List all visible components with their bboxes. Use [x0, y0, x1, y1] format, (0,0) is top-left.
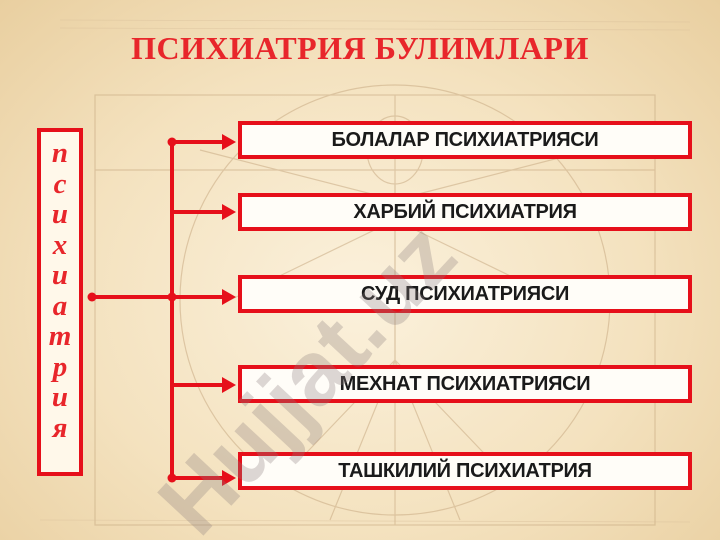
branch-label: МЕХНАТ ПСИХИАТРИЯСИ — [339, 372, 591, 395]
branch-box-military-psychiatry: ХАРБИЙ ПСИХИАТРИЯ — [238, 193, 692, 231]
branch-label: БОЛАЛАР ПСИХИАТРИЯСИ — [331, 128, 599, 151]
branch-box-organizational-psychiatry: ТАШКИЛИЙ ПСИХИАТРИЯ — [238, 452, 692, 490]
branch-box-children-psychiatry: БОЛАЛАР ПСИХИАТРИЯСИ — [238, 121, 692, 159]
branch-box-forensic-psychiatry: СУД ПСИХИАТРИЯСИ — [238, 275, 692, 313]
root-vertical-word: п с и х и а т р и я — [48, 137, 72, 444]
branch-label: ХАРБИЙ ПСИХИАТРИЯ — [353, 200, 577, 223]
page-title: ПСИХИАТРИЯ БУЛИМЛАРИ — [131, 30, 589, 66]
branch-label: ТАШКИЛИЙ ПСИХИАТРИЯ — [338, 459, 592, 482]
branch-box-labor-psychiatry: МЕХНАТ ПСИХИАТРИЯСИ — [238, 365, 692, 403]
branch-label: СУД ПСИХИАТРИЯСИ — [360, 282, 570, 305]
root-vertical-box: п с и х и а т р и я — [37, 128, 83, 476]
